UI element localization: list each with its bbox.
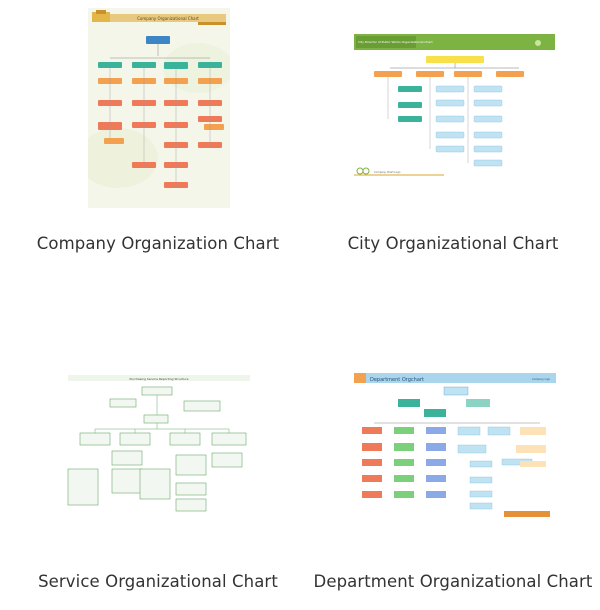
company-chart-preview: Company Organizational Chart — [88, 8, 230, 208]
department-org-chart-caption[interactable]: Department Organizational Chart — [313, 572, 593, 591]
department-thumb-tag: Company logo — [532, 377, 550, 381]
thumbnail-city[interactable]: City Director of Public Works Organizati… — [354, 34, 555, 178]
department-chart-preview: Department Orgchart Company logo — [354, 371, 556, 519]
city-chart-preview: City Director of Public Works Organizati… — [354, 34, 555, 178]
service-chart-preview: Purchasing Service Reporting Structure — [64, 371, 254, 513]
company-thumb-title: Company Organizational Chart — [137, 16, 199, 21]
template-card-service[interactable]: Purchasing Service Reporting Structure — [0, 305, 300, 610]
thumbnail-service[interactable]: Purchasing Service Reporting Structure — [64, 371, 254, 513]
template-card-department[interactable]: Department Orgchart Company logo — [300, 305, 600, 610]
city-org-chart-caption[interactable]: City Organizational Chart — [347, 234, 559, 253]
service-org-chart-caption[interactable]: Service Organizational Chart — [38, 572, 278, 591]
thumbnail-company[interactable]: Company Organizational Chart — [88, 8, 230, 208]
template-card-city[interactable]: City Director of Public Works Organizati… — [300, 0, 600, 300]
city-thumb-footer: Company Chart Logo — [374, 170, 401, 174]
thumbnail-department[interactable]: Department Orgchart Company logo — [354, 371, 556, 519]
city-thumb-title: City Director of Public Works Organizati… — [358, 40, 434, 44]
template-card-company[interactable]: Company Organizational Chart — [0, 0, 300, 300]
company-org-chart-caption[interactable]: Company Organization Chart — [36, 234, 280, 253]
department-thumb-title: Department Orgchart — [370, 377, 424, 383]
service-thumb-title: Purchasing Service Reporting Structure — [130, 377, 189, 381]
